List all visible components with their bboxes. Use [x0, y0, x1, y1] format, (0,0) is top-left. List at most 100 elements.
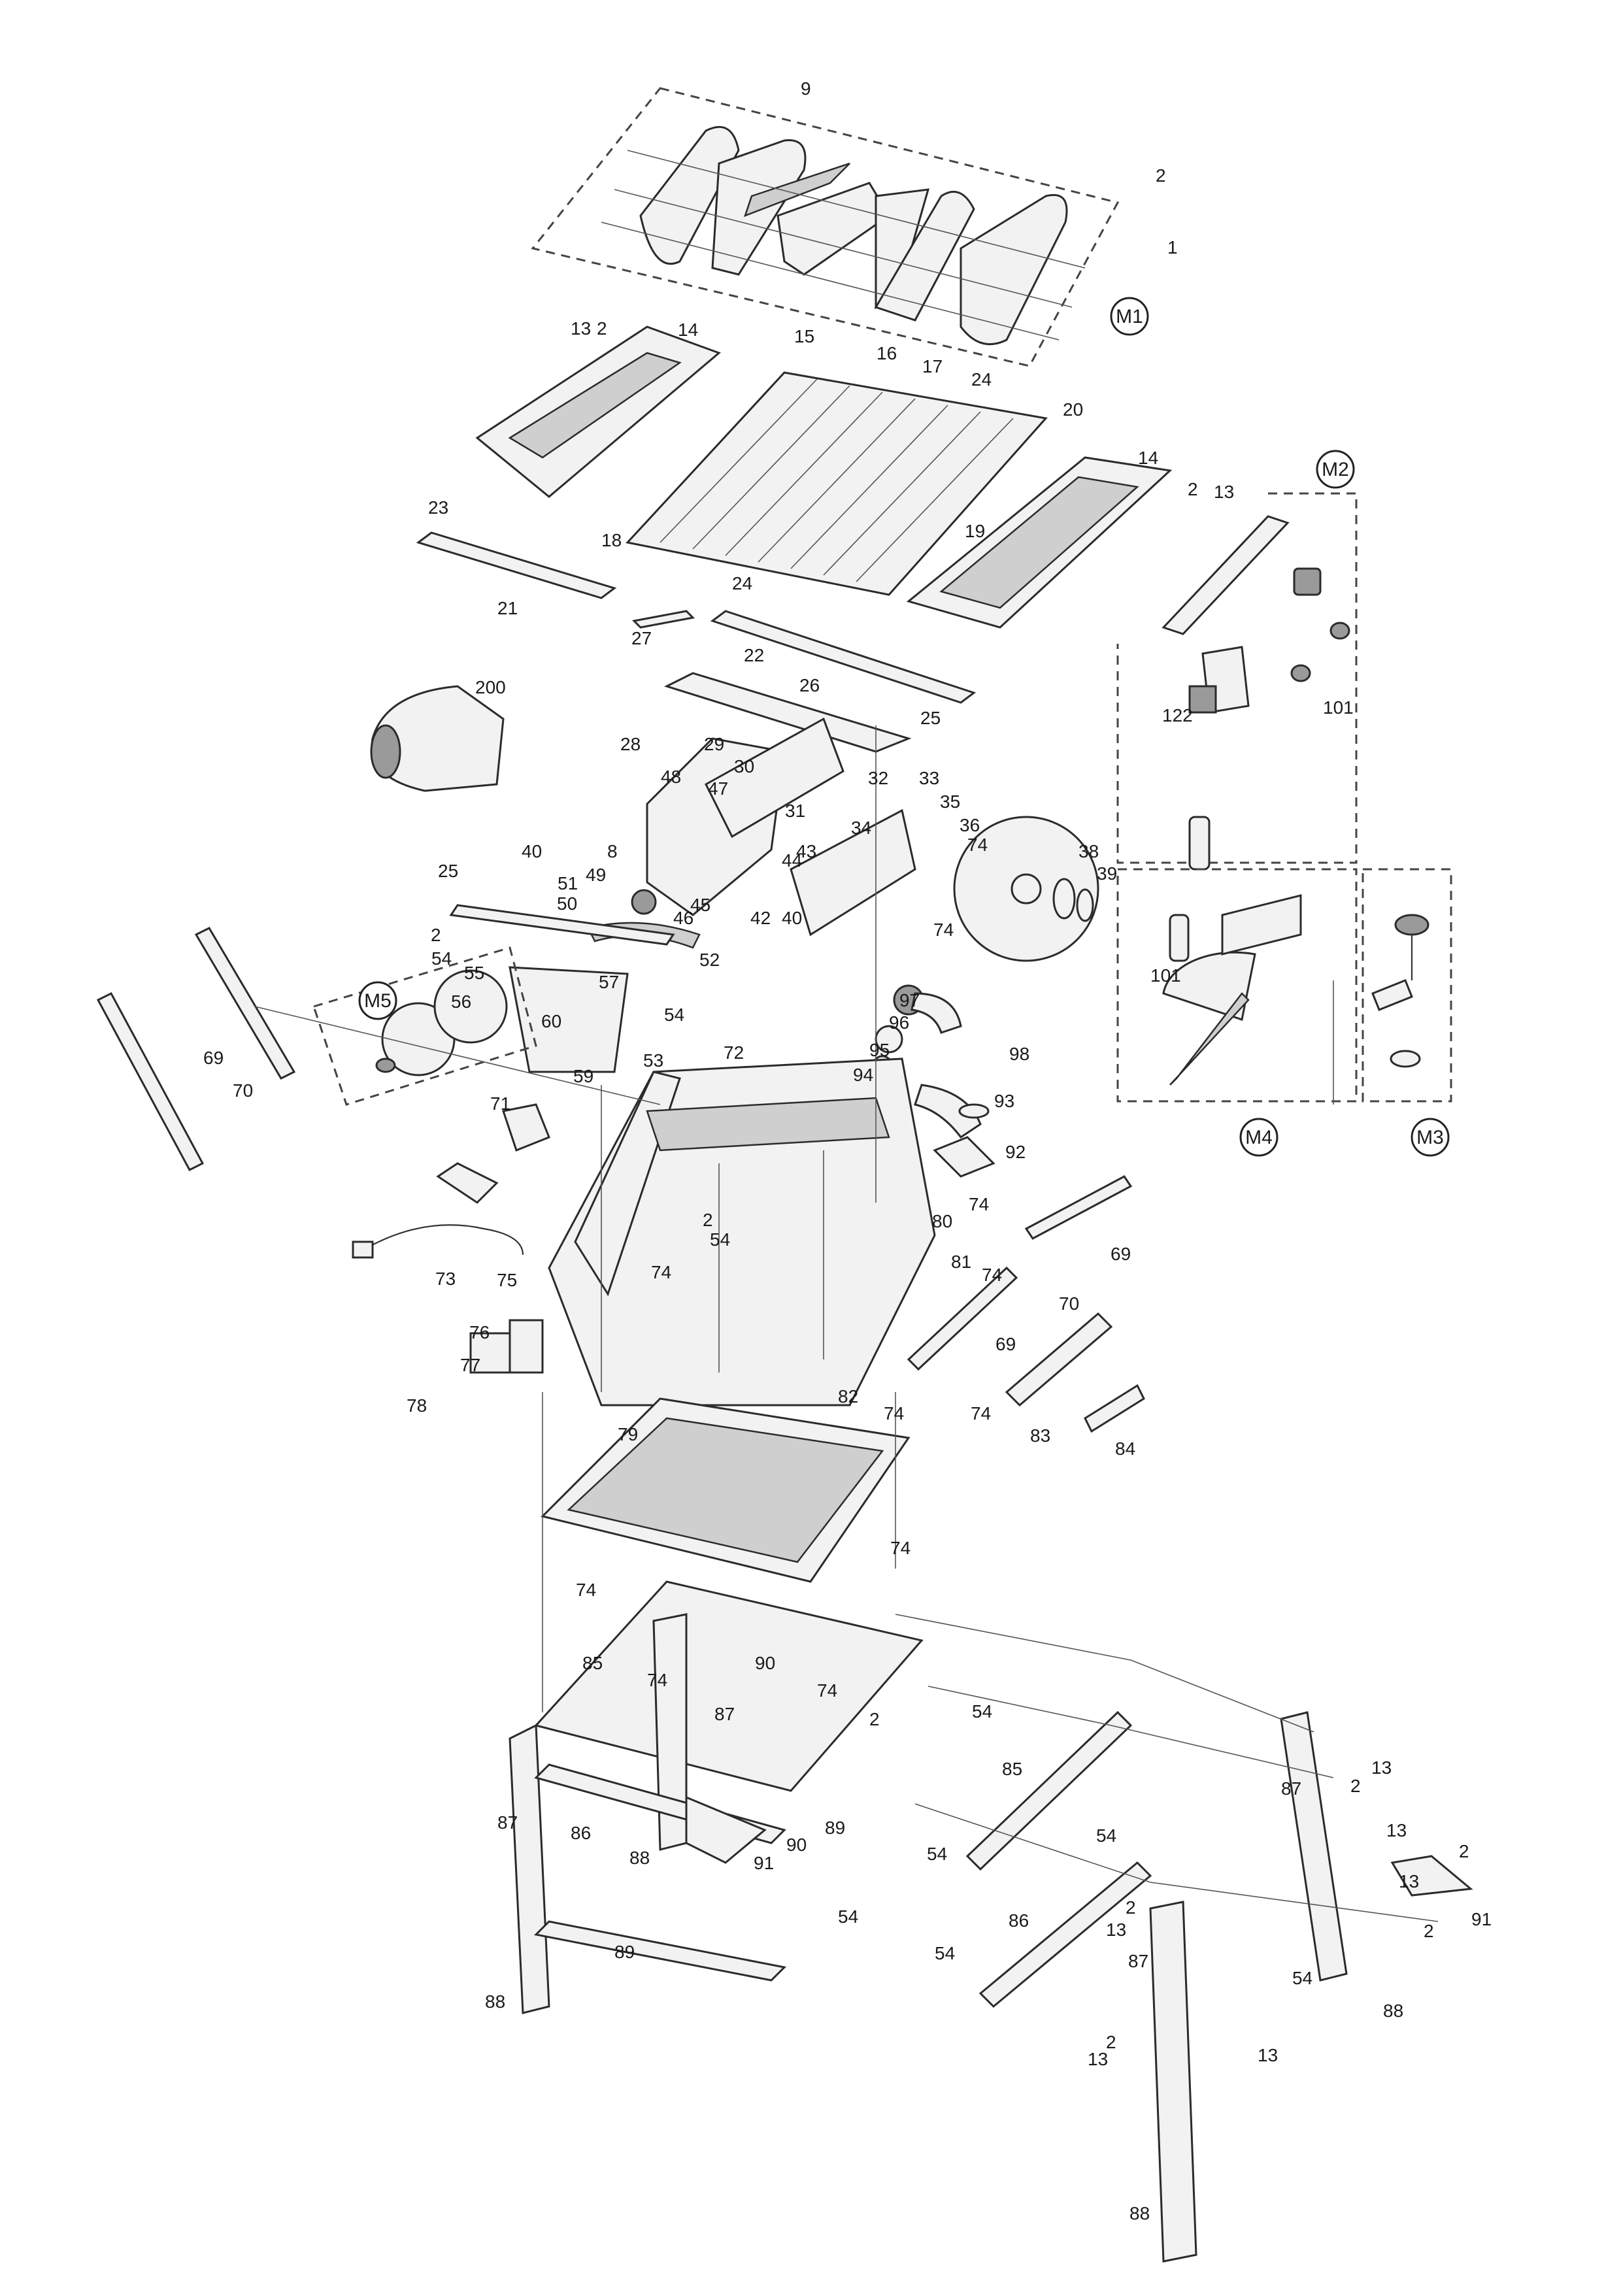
part-number-label: 98 [1009, 1044, 1029, 1064]
part-number-label: 74 [969, 1194, 989, 1214]
part-number-label: 28 [620, 734, 641, 754]
part-number-label: 13 [1214, 482, 1234, 502]
part-number-label: 49 [586, 865, 606, 885]
part-number-label: 92 [1005, 1142, 1026, 1162]
part-number-label: 54 [935, 1943, 955, 1963]
part-number-label: 87 [497, 1812, 518, 1833]
part-number-label: 75 [497, 1270, 517, 1290]
part-number-label: 26 [799, 675, 820, 695]
part-number-label: 23 [428, 497, 448, 518]
part-number-label: 45 [690, 895, 710, 915]
part-number-label: 85 [1002, 1759, 1022, 1779]
switch-box-assembly [312, 946, 537, 1106]
stand-assembly [509, 1580, 1473, 2263]
part-number-label: 73 [435, 1269, 456, 1289]
part-number-label: 89 [614, 1942, 635, 1962]
part-number-label: 56 [451, 991, 471, 1012]
part-number-label: 74 [884, 1403, 904, 1423]
part-number-label: 27 [631, 628, 652, 648]
table-top-assembly [416, 325, 1173, 753]
part-number-label: 80 [932, 1211, 952, 1231]
part-number-label: 24 [732, 573, 752, 593]
part-number-label: 88 [629, 1848, 650, 1868]
module-badge-m2: M2 [1322, 459, 1349, 480]
part-number-label: 69 [995, 1334, 1016, 1354]
part-number-label: 70 [233, 1080, 253, 1101]
part-number-label: 101 [1323, 697, 1354, 718]
bottom-grate [541, 1397, 911, 1583]
part-number-label: 13 [571, 318, 591, 339]
part-number-label: 38 [1078, 841, 1099, 861]
part-number-label: 86 [1009, 1910, 1029, 1931]
part-number-label: 85 [582, 1653, 603, 1673]
part-number-label: 96 [889, 1012, 909, 1033]
part-number-label: 86 [571, 1823, 591, 1843]
part-number-label: 20 [1063, 399, 1083, 420]
module-badges: M1 M2 M3 M4 M5 [358, 297, 1450, 1157]
part-number-label: 2 [869, 1709, 880, 1729]
part-number-label: 54 [972, 1701, 992, 1722]
part-number-label: 2 [1424, 1921, 1434, 1941]
alignment-guides [254, 725, 1334, 1712]
module-badge-m5: M5 [364, 990, 392, 1012]
part-number-label: 9 [801, 78, 811, 99]
part-number-label: 79 [618, 1424, 638, 1444]
part-number-label: 72 [724, 1042, 744, 1063]
part-number-label: 2 [1126, 1897, 1136, 1918]
part-number-label: 13 [1399, 1871, 1419, 1891]
rip-fence-assembly [1116, 492, 1358, 871]
part-number-label: 14 [1138, 448, 1158, 468]
module-badge-m3: M3 [1416, 1127, 1444, 1148]
part-number-label: 2 [1188, 479, 1198, 499]
part-number-label: 74 [982, 1265, 1002, 1285]
part-number-label: 18 [601, 530, 622, 550]
part-number-label: 17 [922, 356, 943, 376]
part-number-label: 74 [967, 835, 988, 855]
part-number-label: 74 [647, 1670, 667, 1690]
part-number-label: 69 [1111, 1244, 1131, 1264]
part-number-label: 2 [1106, 2032, 1116, 2052]
part-number-label: 90 [755, 1653, 775, 1673]
part-number-label: 59 [573, 1066, 593, 1086]
part-number-label: 90 [786, 1835, 807, 1855]
part-number-label: 74 [651, 1262, 671, 1282]
part-number-label: 78 [407, 1395, 427, 1416]
part-number-label: 57 [599, 972, 619, 992]
part-number-label: 91 [1471, 1909, 1492, 1929]
part-number-label: 74 [933, 920, 954, 940]
part-number-label: 2 [703, 1210, 713, 1230]
dust-port-parts [872, 984, 995, 1178]
part-number-label: 93 [994, 1091, 1014, 1111]
blade-guard-assembly [531, 87, 1120, 367]
part-number-label: 54 [838, 1906, 858, 1927]
part-number-label: 54 [1096, 1825, 1116, 1846]
part-number-label: 19 [965, 521, 985, 541]
part-number-label: 2 [431, 925, 441, 945]
part-number-label: 34 [851, 818, 871, 838]
part-number-label: 32 [868, 768, 888, 788]
part-number-label: 54 [927, 1844, 947, 1864]
part-number-label: 84 [1115, 1439, 1135, 1459]
part-number-label: 54 [710, 1229, 730, 1250]
part-number-label: 71 [490, 1093, 510, 1114]
part-number-label: 46 [673, 908, 694, 928]
part-number-label: 88 [485, 1991, 505, 2012]
part-number-label: 15 [794, 326, 814, 346]
part-number-label: 87 [1128, 1951, 1148, 1971]
part-number-label: 25 [438, 861, 458, 881]
part-number-label: 54 [664, 1005, 684, 1025]
part-number-label: 82 [838, 1386, 858, 1406]
part-number-label: 44 [782, 850, 802, 871]
part-number-label: 13 [1371, 1757, 1392, 1778]
part-number-label: 40 [782, 908, 802, 928]
motor-carriage-assembly [370, 685, 916, 1073]
part-number-label: 88 [1383, 2001, 1403, 2021]
part-number-label: 33 [919, 768, 939, 788]
part-number-label: 29 [704, 734, 724, 754]
part-number-label: 70 [1059, 1293, 1079, 1314]
part-number-label: 35 [940, 791, 960, 812]
part-number-label: 89 [825, 1818, 845, 1838]
